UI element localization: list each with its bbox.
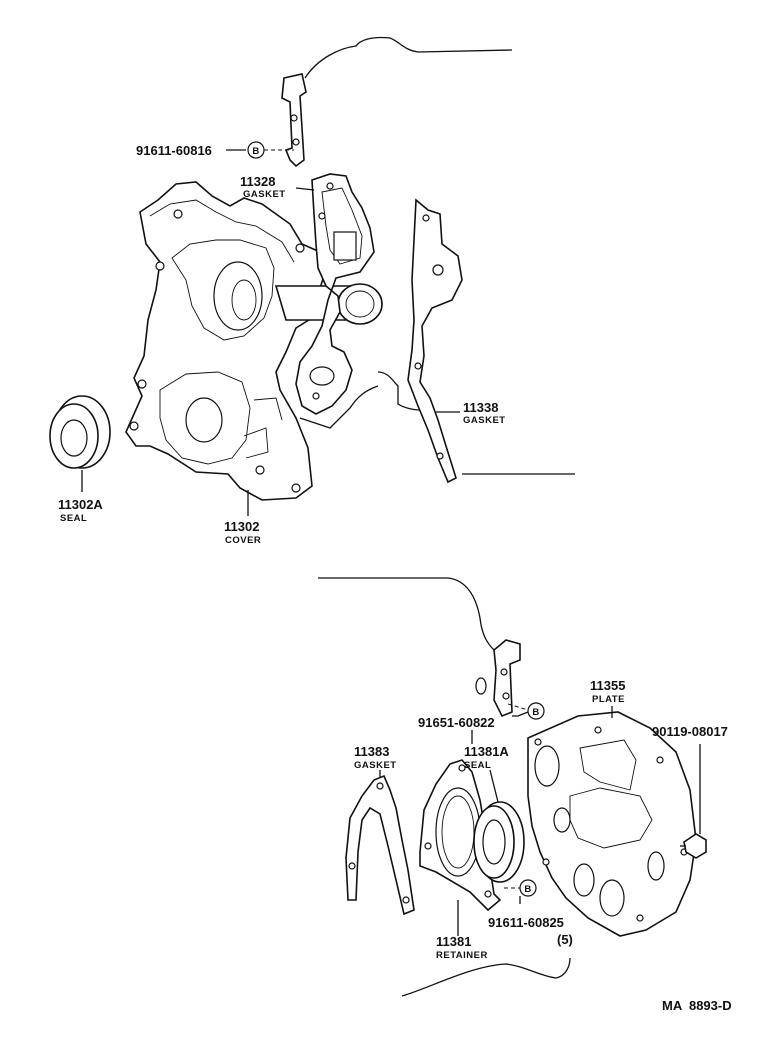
- label-91651-60822: 91651-60822: [418, 715, 495, 730]
- bolt-b-marker: [527, 702, 545, 720]
- cover-bolt-hole: [137, 379, 147, 389]
- retainer-bolt-hole: [484, 890, 492, 898]
- bracket-hole: [500, 668, 508, 676]
- bracket-bolt: [475, 677, 487, 695]
- rear-plate-bolt-hole: [656, 756, 664, 764]
- engine-outline-upper: [304, 36, 513, 79]
- water-outlet-mouth: [337, 283, 383, 325]
- rear-plate-hole: [599, 879, 625, 917]
- leader-11328: [295, 187, 315, 191]
- bolt-axis: [507, 703, 529, 711]
- rear-plate-hole: [573, 863, 595, 897]
- label-11381A-sub: SEAL: [464, 760, 491, 771]
- label-11328-sub: GASKET: [243, 189, 286, 200]
- oil-seal-11381A-bore: [482, 819, 506, 865]
- label-91611-60825: 91611-60825: [488, 915, 564, 930]
- engine-outline-lower: [299, 385, 575, 475]
- cover-bolt-hole: [155, 261, 165, 271]
- label-11355: 11355: [590, 678, 625, 693]
- label-11302A-sub: SEAL: [60, 513, 87, 524]
- group-bracket: [401, 957, 571, 997]
- rear-plate-hole: [534, 745, 560, 787]
- retainer-bore: [435, 787, 481, 877]
- rear-plate-bolt-hole: [594, 726, 602, 734]
- bracket-hole: [502, 692, 510, 700]
- bracket-hole: [290, 114, 298, 122]
- rear-bracket: [493, 639, 521, 718]
- rear-gasket-11383: [345, 774, 415, 916]
- gasket-hole: [348, 862, 356, 870]
- gasket-hole: [376, 782, 384, 790]
- bolt-b-letter: B: [252, 146, 259, 157]
- rear-plate-hole: [553, 807, 571, 833]
- cover-lower-boss: [159, 371, 251, 465]
- cover-tab: [243, 427, 269, 459]
- cover-rib: [171, 239, 275, 341]
- bolt-b-letter: B: [532, 707, 539, 718]
- cover-bore: [213, 261, 263, 331]
- gasket-hole: [318, 212, 326, 220]
- cover-bolt-hole: [129, 421, 139, 431]
- label-11328: 11328: [240, 174, 275, 189]
- gasket-hole: [414, 362, 422, 370]
- cover-bolt-hole: [291, 483, 301, 493]
- gasket-hole: [402, 896, 410, 904]
- figure-code: MA 8893-D: [662, 998, 732, 1013]
- label-11381A: 11381A: [464, 744, 509, 759]
- gasket-11328-port: [333, 231, 357, 261]
- cover-tab: [253, 397, 283, 421]
- cover-seal-bore: [185, 397, 223, 443]
- retainer-bolt-hole: [424, 842, 432, 850]
- gasket-hole: [422, 214, 430, 222]
- label-11302-sub: COVER: [225, 535, 261, 546]
- leader-91651-60822: [512, 711, 529, 717]
- label-90119-08017: 90119-08017: [652, 724, 728, 739]
- label-11383-sub: GASKET: [354, 760, 397, 771]
- rear-plate-bolt-hole: [542, 858, 550, 866]
- label-11338-sub: GASKET: [463, 415, 506, 426]
- cover-bolt-hole: [255, 465, 265, 475]
- label-11355-sub: PLATE: [592, 694, 625, 705]
- engine-outline-right: [377, 371, 430, 411]
- gasket-hole: [326, 182, 334, 190]
- label-11381-sub: RETAINER: [436, 950, 488, 961]
- timing-cover: [125, 181, 327, 501]
- label-11302A: 11302A: [58, 497, 103, 512]
- label-11302: 11302: [224, 519, 259, 534]
- cover-bore-inner: [231, 279, 257, 321]
- label-91611-60825-qty: (5): [557, 932, 573, 947]
- bracket-hole: [292, 138, 300, 146]
- cover-rib: [149, 199, 295, 263]
- gasket-11338: [407, 198, 463, 484]
- plate-bolt: [683, 833, 707, 859]
- rear-plate-hole: [647, 851, 665, 881]
- bolt-b-letter: B: [524, 884, 531, 895]
- rear-plate-window: [569, 787, 653, 849]
- cover-bolt-hole: [295, 243, 305, 253]
- rear-plate-bolt-hole: [636, 914, 644, 922]
- oil-seal-11302A-bore: [60, 419, 88, 457]
- water-outlet-inner: [345, 290, 375, 318]
- gasket-11328-inner: [321, 187, 363, 265]
- gasket-11328-port: [309, 366, 335, 386]
- cover-bolt-hole: [173, 209, 183, 219]
- rear-plate-bolt-hole: [534, 738, 542, 746]
- gasket-11338-hole: [432, 264, 444, 276]
- label-11381: 11381: [436, 934, 471, 949]
- label-91611-60816: 91611-60816: [136, 143, 212, 158]
- leader-11381A: [489, 769, 499, 803]
- gasket-hole: [312, 392, 320, 400]
- label-11338: 11338: [463, 400, 498, 415]
- gasket-hole: [436, 452, 444, 460]
- engine-outline-rear: [318, 577, 495, 651]
- label-11383: 11383: [354, 744, 389, 759]
- rear-plate-window: [579, 739, 637, 791]
- retainer-bolt-hole: [458, 764, 466, 772]
